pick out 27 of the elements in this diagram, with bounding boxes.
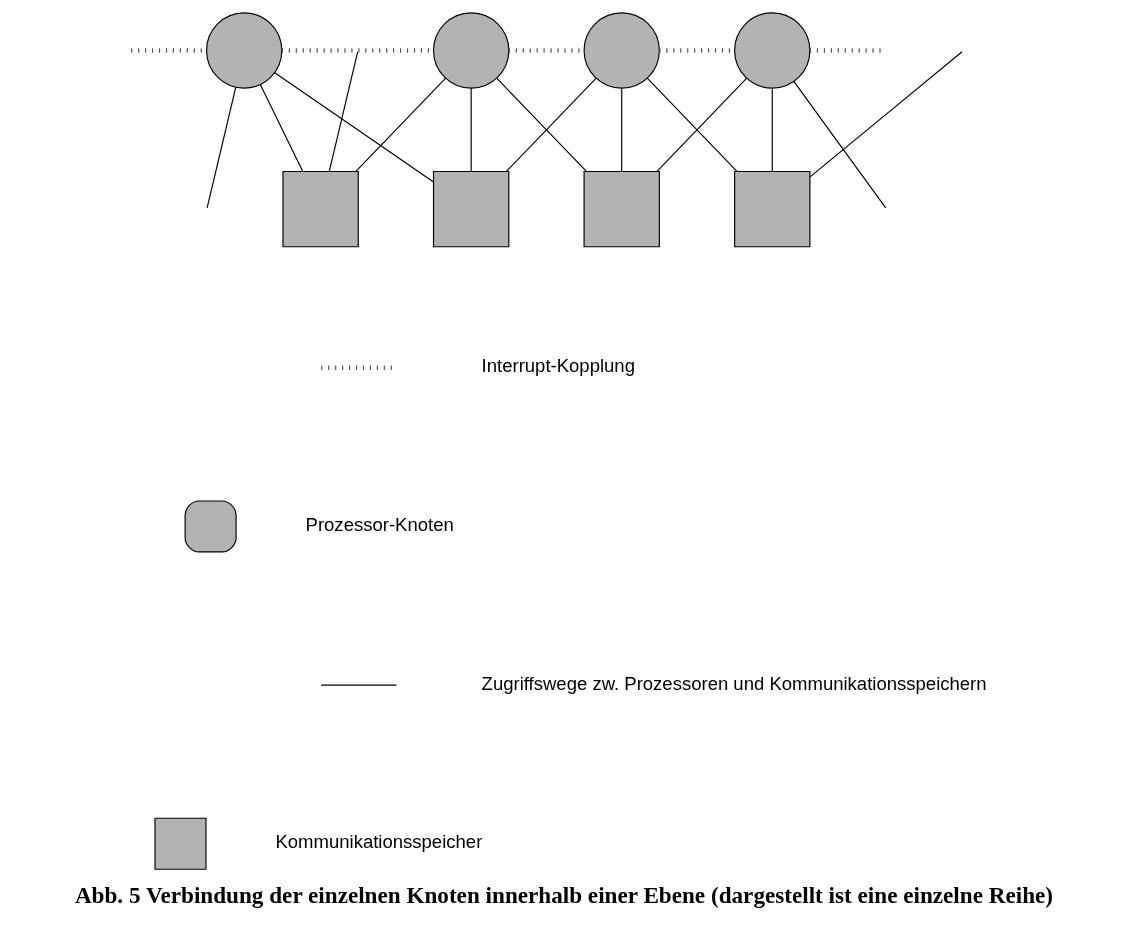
connector [259, 84, 304, 172]
connector [505, 77, 597, 172]
node-box [432, 170, 510, 248]
legend-label: Kommunikationsspeicher [275, 831, 483, 853]
node-circle [583, 12, 660, 89]
connector [656, 77, 748, 172]
connector [771, 87, 773, 172]
node-box [583, 170, 660, 248]
node-circle [734, 12, 811, 89]
connector [621, 87, 623, 172]
connector [496, 77, 588, 172]
connector [646, 77, 738, 172]
connector [355, 77, 447, 172]
connector [793, 80, 887, 209]
connector [328, 51, 359, 172]
legend-label: Prozessor-Knoten [305, 513, 454, 535]
legend-label: Interrupt-Kopplung [481, 355, 635, 377]
node-circle [432, 12, 510, 89]
node-circle [205, 12, 283, 89]
connector [206, 86, 237, 209]
node-box [734, 170, 811, 248]
connector [470, 87, 472, 172]
node-box [282, 170, 359, 248]
connector [809, 51, 963, 178]
connector [274, 72, 435, 183]
caption: Abb. 5 Verbindung der einzelnen Knoten innerhalb einer Ebene (dargestellt ist eine einzelne Reihe) [74, 882, 1054, 909]
legend-label: Zugriffswege zw. Prozessoren und Kommunikationsspeichern [481, 672, 987, 694]
